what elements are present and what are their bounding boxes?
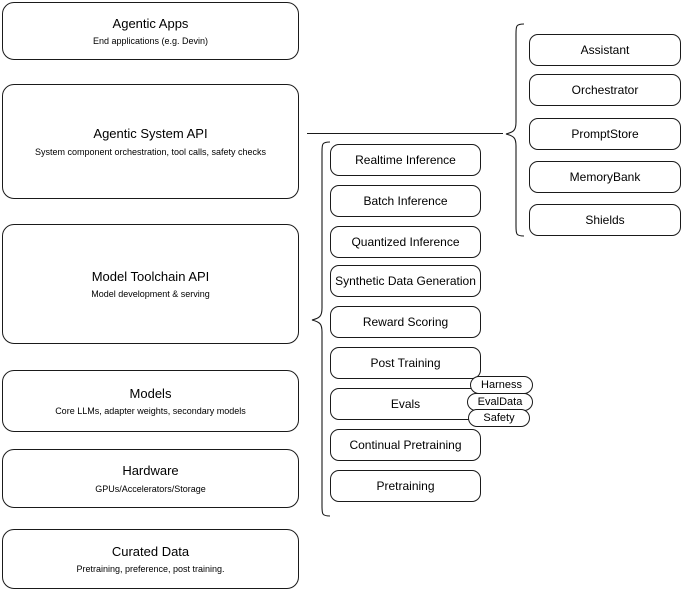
capability-continual-pretraining[interactable]: Continual Pretraining	[330, 429, 481, 461]
capability-label: Batch Inference	[363, 194, 448, 208]
capability-batch-inference[interactable]: Batch Inference	[330, 185, 481, 217]
layer-subtitle: Core LLMs, adapter weights, secondary mo…	[55, 406, 246, 417]
layer-title: Agentic Apps	[112, 15, 189, 31]
stack-layer-model-toolchain-api[interactable]: Model Toolchain API Model development & …	[2, 224, 299, 344]
layer-subtitle: Pretraining, preference, post training.	[76, 564, 225, 575]
stack-layer-agentic-apps[interactable]: Agentic Apps End applications (e.g. Devi…	[2, 2, 299, 60]
layer-title: Models	[129, 385, 172, 401]
agentic-component-memorybank[interactable]: MemoryBank	[529, 161, 681, 193]
eval-subcomponent-label: EvalData	[477, 396, 523, 408]
eval-subcomponent-harness[interactable]: Harness	[470, 376, 533, 394]
capability-label: Evals	[390, 397, 421, 411]
layer-subtitle: Model development & serving	[91, 289, 210, 300]
eval-subcomponent-label: Harness	[481, 379, 522, 391]
capability-label: Quantized Inference	[351, 235, 460, 249]
layer-subtitle: End applications (e.g. Devin)	[92, 36, 209, 47]
layer-title: Agentic System API	[93, 126, 208, 142]
layer-title: Model Toolchain API	[91, 268, 210, 284]
capability-label: Reward Scoring	[362, 315, 449, 329]
agentic-component-promptstore[interactable]: PromptStore	[529, 118, 681, 150]
eval-subcomponent-label: Safety	[483, 412, 515, 424]
connector-line-agentic-system-api	[307, 133, 503, 134]
layer-title: Hardware	[122, 463, 179, 479]
capability-post-training[interactable]: Post Training	[330, 347, 481, 379]
agentic-component-label: PromptStore	[571, 127, 639, 141]
brace-model-toolchain	[311, 141, 331, 517]
agentic-component-label: Orchestrator	[571, 83, 639, 97]
capability-label: Post Training	[370, 356, 441, 370]
stack-layer-curated-data[interactable]: Curated Data Pretraining, preference, po…	[2, 529, 299, 589]
agentic-component-label: MemoryBank	[569, 170, 641, 184]
layer-subtitle: System component orchestration, tool cal…	[34, 146, 267, 157]
stack-layer-models[interactable]: Models Core LLMs, adapter weights, secon…	[2, 370, 299, 432]
agentic-component-label: Shields	[585, 213, 625, 227]
capability-label: Continual Pretraining	[349, 438, 462, 452]
brace-agentic-system	[505, 23, 525, 237]
capability-label: Realtime Inference	[355, 153, 456, 167]
agentic-component-assistant[interactable]: Assistant	[529, 34, 681, 66]
capability-quantized-inference[interactable]: Quantized Inference	[330, 226, 481, 258]
stack-layer-hardware[interactable]: Hardware GPUs/Accelerators/Storage	[2, 449, 299, 508]
layer-subtitle: GPUs/Accelerators/Storage	[95, 483, 206, 494]
stack-layer-agentic-system-api[interactable]: Agentic System API System component orch…	[2, 84, 299, 199]
capability-label: Pretraining	[376, 479, 435, 493]
eval-subcomponent-safety[interactable]: Safety	[468, 409, 530, 427]
layer-title: Curated Data	[111, 543, 190, 559]
capability-synthetic-data-generation[interactable]: Synthetic Data Generation	[330, 265, 481, 297]
capability-pretraining[interactable]: Pretraining	[330, 470, 481, 502]
capability-realtime-inference[interactable]: Realtime Inference	[330, 144, 481, 176]
agentic-component-shields[interactable]: Shields	[529, 204, 681, 236]
capability-evals[interactable]: Evals	[330, 388, 481, 420]
agentic-component-orchestrator[interactable]: Orchestrator	[529, 74, 681, 106]
capability-reward-scoring[interactable]: Reward Scoring	[330, 306, 481, 338]
agentic-component-label: Assistant	[580, 43, 630, 57]
capability-label: Synthetic Data Generation	[335, 274, 476, 288]
